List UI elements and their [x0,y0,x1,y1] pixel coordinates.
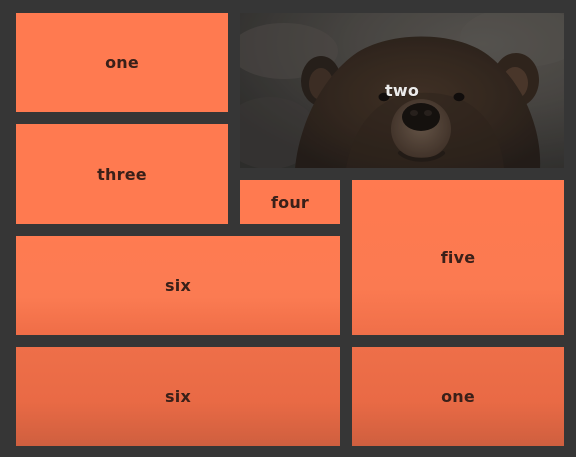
tile-six-lower[interactable]: six [16,347,340,446]
tile-one-lower-label: one [441,387,475,406]
tile-one-label: one [105,53,139,72]
tile-five[interactable]: five [352,180,564,335]
tile-two[interactable]: two [240,13,564,168]
tile-four-label: four [270,192,310,212]
tile-six-upper-label: six [165,276,191,295]
bear-photo-icon [240,13,564,168]
tile-one[interactable]: one [16,13,228,112]
tile-five-label: five [440,248,476,267]
tile-one-lower[interactable]: one [352,347,564,446]
tile-three[interactable]: three [16,124,228,224]
tile-four[interactable]: four [240,180,340,224]
tile-two-label: two [384,81,420,100]
tile-three-label: three [97,164,147,184]
tile-six-lower-label: six [165,387,191,406]
tile-six-upper[interactable]: six [16,236,340,335]
